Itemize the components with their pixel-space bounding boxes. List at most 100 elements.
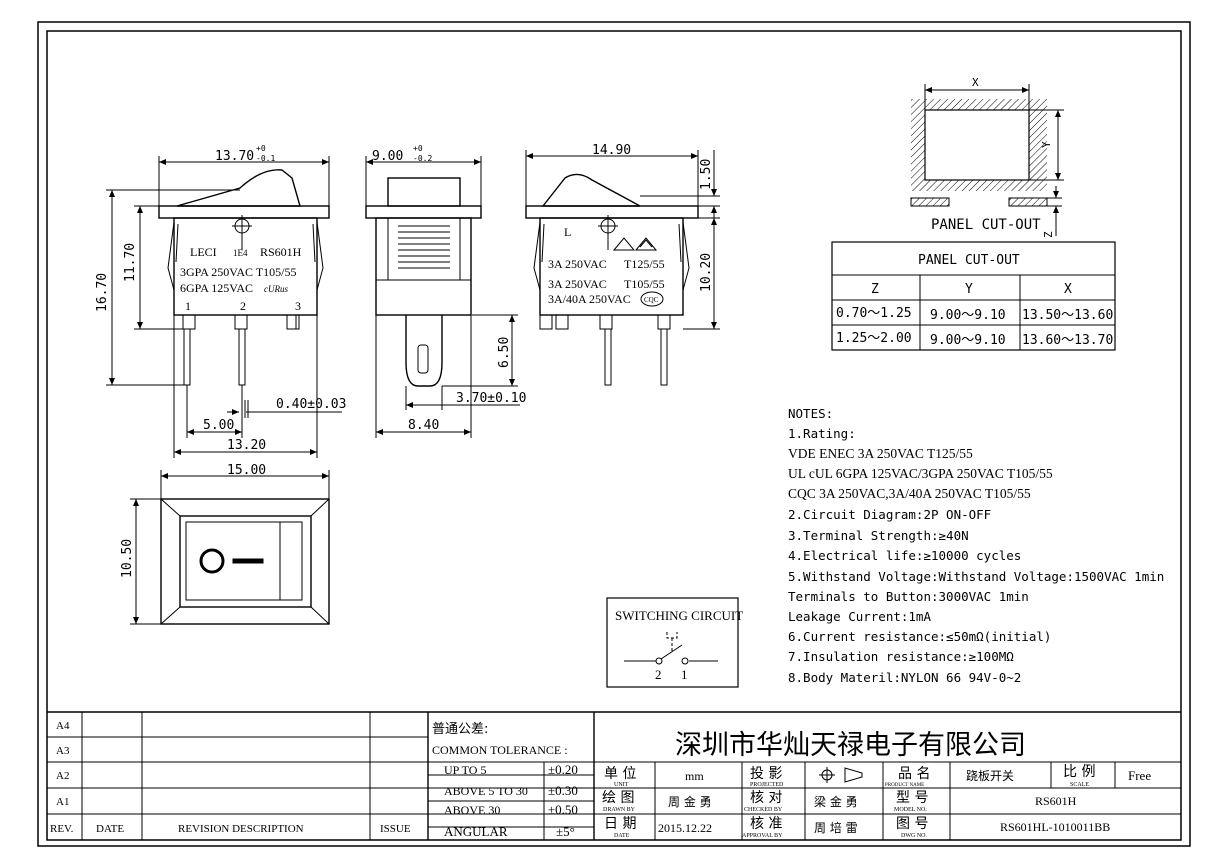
front-view xyxy=(106,156,342,458)
checked-label-en: CHECKED BY xyxy=(744,807,783,813)
dim-back-width: 14.90 xyxy=(592,143,631,158)
note-line: VDE ENEC 3A 250VAC T125/55 xyxy=(788,446,973,461)
cutout-table xyxy=(831,241,1116,351)
tolerance-value: ±5° xyxy=(556,824,575,839)
dim-side-width: 9.00 xyxy=(372,149,403,164)
panel-cutout-figure xyxy=(910,84,1064,236)
dim-pin-span: 13.20 xyxy=(227,438,266,453)
back-rating-2: 3A 250VAC xyxy=(548,277,607,291)
dim-pin-length: 6.50 xyxy=(497,337,512,368)
on-symbol-icon xyxy=(232,558,264,564)
dim-side-depth: 8.40 xyxy=(408,418,439,433)
dim-front-width: 13.70 xyxy=(215,149,254,164)
note-line: Leakage Current:1mA xyxy=(788,609,931,624)
company-name: 深圳市华灿天禄电子有限公司 xyxy=(675,730,1026,761)
rev-header: REV. xyxy=(50,823,74,835)
dim-back-body-height: 10.20 xyxy=(699,253,714,292)
tolerance-range: ABOVE 5 TO 30 xyxy=(444,784,528,798)
dim-body-height: 11.70 xyxy=(123,243,138,282)
bezel-inner xyxy=(179,515,312,608)
vde-mark-icon xyxy=(612,237,636,251)
ul-mark-icon: cURus xyxy=(264,284,288,294)
rev-header: REVISION DESCRIPTION xyxy=(178,823,304,835)
scale-value: Free xyxy=(1128,768,1151,783)
off-symbol-icon xyxy=(199,548,225,574)
dim-overall-height: 16.70 xyxy=(95,273,110,312)
dim-pin-thickness: 0.40±0.03 xyxy=(276,397,346,412)
dwg-label-cn: 图 号 xyxy=(896,816,928,832)
cqc-mark-label: CQC xyxy=(644,296,659,304)
model-label-cn: 型 号 xyxy=(896,790,928,806)
side-view xyxy=(365,156,520,438)
back-rating-3: 3A/40A 250VAC xyxy=(548,292,631,306)
cutout-header-y: Y xyxy=(965,282,973,297)
cutout-cell: 1.25～2.00 xyxy=(836,331,912,346)
cutout-opening xyxy=(924,109,1030,181)
enec-mark-icon xyxy=(634,237,658,251)
tolerance-title-en: COMMON TOLERANCE : xyxy=(432,743,568,757)
switching-circuit-title: SWITCHING CIRCUIT xyxy=(615,608,743,623)
dwg-value: RS601HL-1010011BB xyxy=(1000,820,1110,834)
rev-row-label: A4 xyxy=(56,720,70,732)
product-value: 跷板开关 xyxy=(966,768,1014,783)
note-line: 3.Terminal Strength:≥40N xyxy=(788,528,969,543)
switching-circuit-pin-right: 1 xyxy=(681,667,688,682)
approval-label-en: APPROVAL BY xyxy=(742,833,783,839)
model-label-en: MODEL NO. xyxy=(894,807,927,813)
rev-header: DATE xyxy=(96,823,124,835)
side-stem xyxy=(405,315,443,387)
dim-rocker-height: 1.50 xyxy=(699,159,714,190)
rev-row-label: A1 xyxy=(56,796,69,808)
unit-label-cn: 单 位 xyxy=(604,766,636,782)
cutout-table-title: PANEL CUT-OUT xyxy=(918,253,1020,268)
note-line: 4.Electrical life:≥10000 cycles xyxy=(788,548,1021,563)
cqc-mark-icon xyxy=(640,291,664,307)
model-value: RS601H xyxy=(1035,794,1077,808)
tolerance-title-cn: 普通公差: xyxy=(432,722,488,737)
cutout-cell: 9.00～9.10 xyxy=(930,333,1006,348)
cutout-cell: 9.00～9.10 xyxy=(930,308,1006,323)
back-pin-2 xyxy=(660,328,668,386)
dim-pin-pitch: 5.00 xyxy=(203,418,234,433)
side-flange xyxy=(365,205,482,219)
front-rocker xyxy=(176,169,301,207)
back-letter: L xyxy=(564,225,571,239)
dim-side-width-tol-lower: -0.2 xyxy=(413,154,432,163)
side-body xyxy=(375,217,472,316)
unit-label-en: UNIT xyxy=(614,782,629,788)
scale-label-en: SCALE xyxy=(1070,782,1089,788)
dim-front-width-tol-upper: +0 xyxy=(256,144,266,153)
cutout-label-x: X xyxy=(972,76,979,89)
note-line: 7.Insulation resistance:≥100MΩ xyxy=(788,649,1014,664)
dim-stem-width: 3.70±0.10 xyxy=(456,391,526,406)
note-line: 2.Circuit Diagram:2P ON-OFF xyxy=(788,507,991,522)
projection-symbol-icon xyxy=(819,767,863,783)
front-pin-1 xyxy=(183,328,191,386)
drawn-label-en: DRAWN BY xyxy=(603,807,636,813)
front-pin-3-label: 3 xyxy=(295,299,301,313)
front-brand: LECI xyxy=(190,245,217,259)
back-rating-1-temp: T125/55 xyxy=(624,257,665,271)
tolerance-range: ANGULAR xyxy=(444,824,508,839)
approval-value: 周 培 雷 xyxy=(814,820,858,835)
drawn-label-cn: 绘 图 xyxy=(602,790,634,806)
cutout-label-y: Y xyxy=(1040,141,1053,148)
tolerance-value: ±0.30 xyxy=(548,783,578,798)
back-flange xyxy=(525,205,699,219)
bezel-outer xyxy=(160,498,330,625)
note-line: CQC 3A 250VAC,3A/40A 250VAC T105/55 xyxy=(788,486,1031,501)
date-value: 2015.12.22 xyxy=(658,821,712,835)
front-left-latch xyxy=(167,221,175,291)
rev-row-label: A3 xyxy=(56,745,70,757)
approval-label-cn: 核 准 xyxy=(750,816,782,832)
front-rating-1: 3GPA 250VAC T105/55 xyxy=(180,265,296,279)
cutout-caption: PANEL CUT-OUT xyxy=(931,217,1041,233)
rocker-off-label: O xyxy=(208,564,209,566)
top-view xyxy=(130,470,330,625)
back-view xyxy=(525,150,720,386)
rocker-on-label: — xyxy=(245,564,246,566)
front-right-latch xyxy=(316,221,324,291)
note-line: NOTES: xyxy=(788,406,833,421)
product-label-cn: 品 名 xyxy=(898,766,930,782)
